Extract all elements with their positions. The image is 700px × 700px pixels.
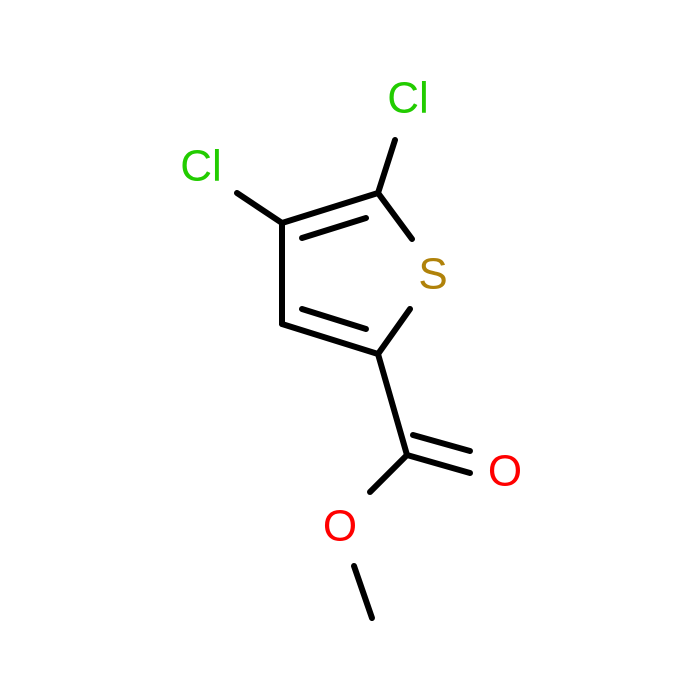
atom-o-carbonyl: O [488, 447, 522, 496]
bond-s-c2 [375, 306, 413, 357]
bond-c2-ccarbonyl [375, 351, 410, 458]
bond-c5-cl [375, 137, 398, 196]
bond-c-o-double-2 [410, 432, 473, 454]
bond-c5-s [375, 190, 415, 242]
bond-c3-c2-double [299, 306, 369, 332]
bond-c3-c2 [279, 321, 381, 357]
atom-labels: Cl Cl S O O [180, 74, 522, 551]
atom-s: S [418, 250, 447, 299]
bond-c4-c5-double [299, 215, 369, 241]
atom-o-ester: O [323, 502, 357, 551]
bond-c-o-ester [367, 452, 410, 495]
bond-o-methyl [351, 563, 375, 621]
bonds [234, 137, 473, 621]
bond-c-o-double-1 [404, 452, 473, 476]
bond-c4-c5 [279, 190, 381, 226]
bond-c4-cl [234, 190, 285, 226]
atom-cl-top: Cl [387, 74, 429, 123]
atom-cl-left: Cl [180, 142, 222, 191]
